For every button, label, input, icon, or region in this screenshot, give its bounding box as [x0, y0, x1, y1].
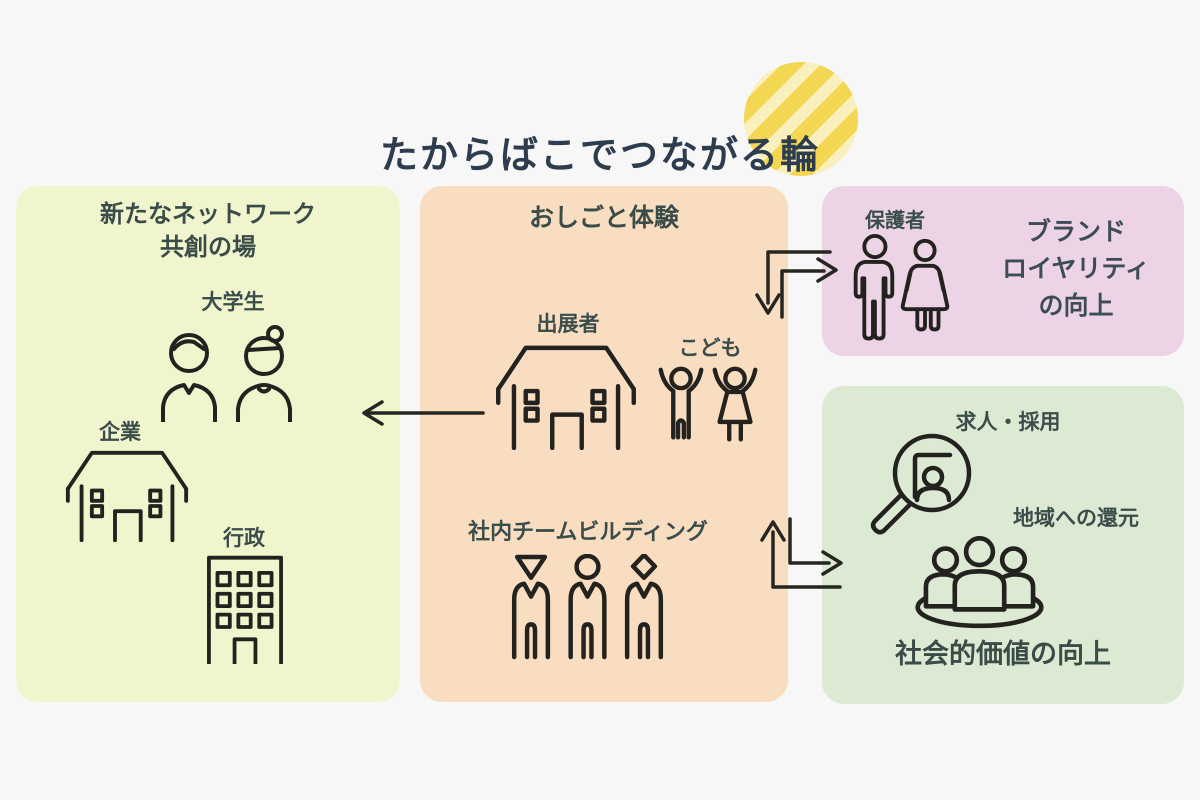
- striped-yellow-circle-decoration: [744, 62, 858, 176]
- panel-work-experience: おしごと体験 出展者 こども 社内チームビルディング: [420, 186, 788, 702]
- government-building-icon: [207, 555, 283, 664]
- network-heading-line2: 共創の場: [160, 234, 256, 261]
- magnifier-profile-icon: [870, 433, 972, 535]
- panel-social-value: 求人・採用 地域への還元 社会的価値の向上: [822, 386, 1184, 704]
- children-label: こども: [678, 337, 742, 360]
- brand-text-line1: ブランド: [1025, 218, 1126, 246]
- brand-text-line3: の向上: [1038, 292, 1114, 320]
- company-label: 企業: [99, 421, 141, 444]
- three-team-members-icon: [511, 554, 664, 660]
- panel-new-network: 新たなネットワーク 共創の場 大学生 企業 行政: [16, 186, 400, 702]
- brand-loyalty-text: ブランド ロイヤリティ の向上: [968, 214, 1184, 325]
- exhibitor-label: 出展者: [536, 313, 600, 336]
- exhibitor-house-icon: [496, 345, 636, 450]
- recruiting-label: 求人・採用: [955, 411, 1061, 434]
- university-students-icon: [161, 325, 292, 422]
- network-heading-line1: 新たなネットワーク: [100, 201, 316, 228]
- community-group-icon: [915, 535, 1044, 629]
- social-value-heading: 社会的価値の向上: [895, 639, 1111, 669]
- company-house-icon: [65, 450, 189, 542]
- brand-text-line2: ロイヤリティ: [1002, 255, 1150, 283]
- network-heading: 新たなネットワーク 共創の場: [16, 198, 400, 264]
- cheering-children-icon: [658, 366, 758, 442]
- students-label: 大学生: [201, 291, 265, 314]
- community-label: 地域への還元: [1013, 507, 1139, 530]
- parents-label: 保護者: [865, 210, 925, 232]
- team-building-label: 社内チームビルディング: [468, 519, 708, 544]
- experience-heading: おしごと体験: [528, 204, 679, 232]
- panel-brand-loyalty: 保護者 ブランド ロイヤリティ の向上: [822, 186, 1184, 356]
- parents-couple-icon: [853, 234, 950, 341]
- page-title: たからばこでつながる輪: [379, 135, 820, 178]
- government-label: 行政: [223, 527, 265, 550]
